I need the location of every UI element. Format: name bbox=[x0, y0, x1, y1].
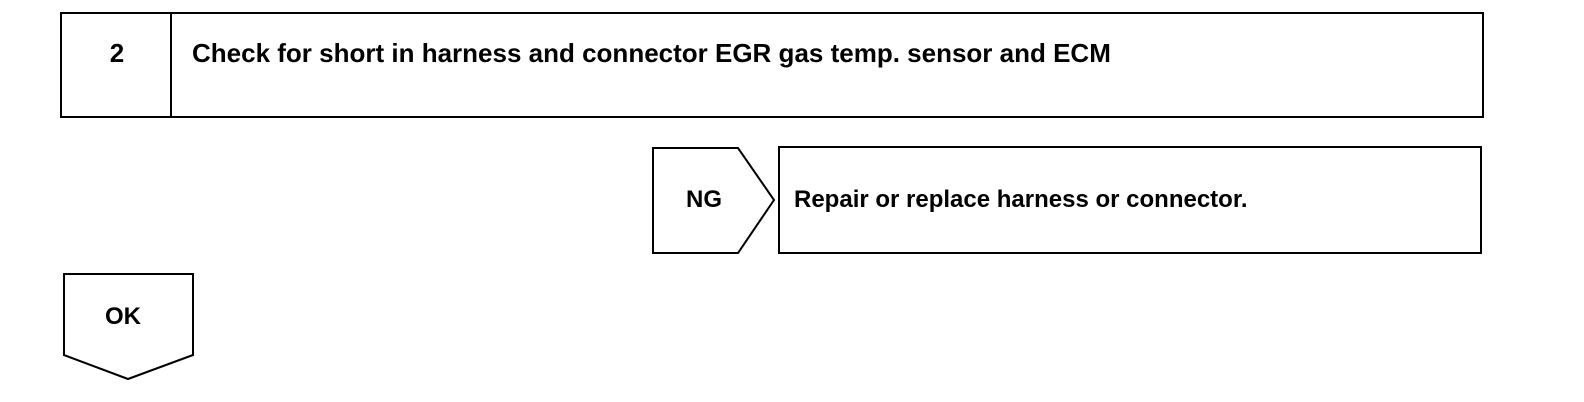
ok-label: OK bbox=[105, 303, 141, 330]
ng-label: NG bbox=[686, 186, 722, 213]
step-box: 2 Check for short in harness and connect… bbox=[60, 12, 1484, 118]
ng-arrow-shape bbox=[652, 147, 776, 254]
step-number: 2 bbox=[109, 38, 125, 68]
step-number-cell: 2 bbox=[62, 14, 172, 116]
ok-arrow-shape bbox=[63, 273, 194, 381]
step-title: Check for short in harness and connector… bbox=[192, 38, 1111, 68]
ng-result-box: Repair or replace harness or connector. bbox=[778, 146, 1482, 254]
ng-result-text: Repair or replace harness or connector. bbox=[794, 186, 1248, 213]
